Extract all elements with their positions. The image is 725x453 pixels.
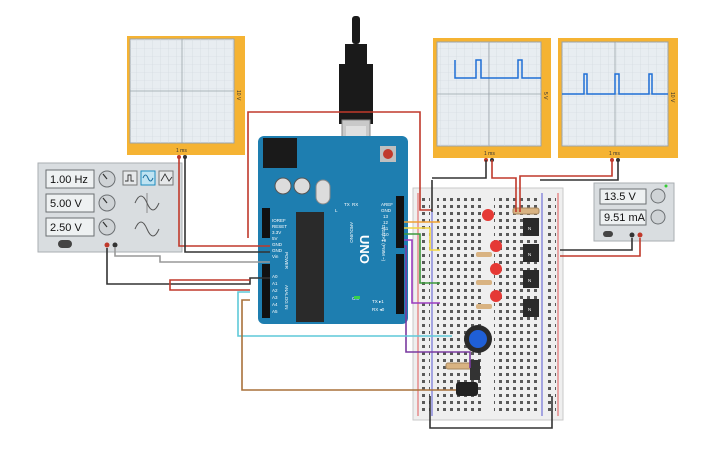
oscilloscope-1[interactable]: 10 V 1 ms xyxy=(127,36,245,159)
dc-jack xyxy=(263,138,297,168)
scope-3-scale: 10 V xyxy=(669,92,675,103)
scope-2-scale: 5 V xyxy=(542,92,548,100)
rx-led-label: RX xyxy=(352,202,358,207)
l-led-label: L xyxy=(335,208,338,213)
svg-text:~9: ~9 xyxy=(381,238,387,243)
scope-2-trace xyxy=(454,59,541,79)
arduino-brand: ARDUINO xyxy=(349,222,354,243)
svg-text:~10: ~10 xyxy=(381,232,389,237)
svg-text:~11: ~11 xyxy=(381,226,389,231)
function-generator-power-switch[interactable] xyxy=(58,240,72,248)
ps-terminal-neg[interactable] xyxy=(629,232,635,238)
triangle-wave-button[interactable] xyxy=(158,170,174,186)
rxd-label: RX ◂0 xyxy=(372,307,385,312)
power-supply-switch[interactable] xyxy=(603,231,613,237)
amplitude-value: 5.00 V xyxy=(50,198,82,210)
voltage-value: 13.5 V xyxy=(604,191,636,203)
scope-3-time: 1 ms xyxy=(609,151,620,157)
power-pin-labels: IOREF RESET 3.3V 5V GND GND Vin xyxy=(272,218,287,259)
svg-text:A3: A3 xyxy=(272,295,278,300)
voltage-display xyxy=(599,188,647,205)
power-supply[interactable]: 13.5 V 9.51 mA xyxy=(593,182,675,242)
svg-text:N: N xyxy=(528,226,531,231)
offset-value: 2.50 V xyxy=(50,222,82,234)
oscilloscope-2[interactable]: 5 V 1 ms xyxy=(433,38,551,162)
fg-terminal-neg[interactable] xyxy=(112,242,118,248)
led-4 xyxy=(490,290,502,302)
analog-pin-labels: A0 A1 A2 A3 A4 A5 xyxy=(272,274,278,314)
scope-3-trace xyxy=(562,73,668,95)
atmega-chip xyxy=(296,212,324,322)
svg-text:A0: A0 xyxy=(272,274,278,279)
offset-display xyxy=(45,217,95,237)
svg-text:A5: A5 xyxy=(272,309,278,314)
svg-text:IOREF: IOREF xyxy=(272,218,286,223)
power-header-label: POWER xyxy=(284,252,289,270)
potentiometer[interactable] xyxy=(464,325,492,353)
voltage-knob[interactable] xyxy=(650,188,666,204)
wires xyxy=(106,111,641,429)
svg-text:GND: GND xyxy=(272,248,283,253)
current-value: 9.51 mA xyxy=(604,212,646,224)
tx-led-label: TX xyxy=(344,202,350,207)
svg-text:AREF: AREF xyxy=(381,202,393,207)
digital-header-label: DIGITAL (PWM ~) xyxy=(381,225,386,262)
transistors[interactable]: N N N N xyxy=(523,218,539,317)
scope-1-time: 1 ms xyxy=(176,148,187,154)
svg-text:A2: A2 xyxy=(272,288,278,293)
led-2 xyxy=(490,240,502,252)
digital-pin-labels: AREF GND 13 12 ~11 ~10 ~9 xyxy=(381,202,393,243)
fg-terminal-pos[interactable] xyxy=(104,242,110,248)
frequency-value: 1.00 Hz xyxy=(50,174,88,186)
arduino-uno[interactable]: UNO ARDUINO POWER ANALOG IN DIGITAL (PWM… xyxy=(258,136,408,324)
temperature-sensor[interactable] xyxy=(456,382,478,396)
svg-text:5V: 5V xyxy=(272,236,278,241)
led-3 xyxy=(490,263,502,275)
function-generator[interactable]: 1.00 Hz 5.00 V 2.50 V xyxy=(37,162,183,253)
square-wave-button[interactable] xyxy=(122,170,138,186)
svg-text:Vin: Vin xyxy=(272,254,279,259)
svg-text:N: N xyxy=(528,252,531,257)
svg-text:RESET: RESET xyxy=(272,224,287,229)
led-1 xyxy=(482,209,494,221)
analog-header-label: ANALOG IN xyxy=(284,285,289,310)
slide-switch[interactable] xyxy=(470,360,480,380)
svg-text:GND: GND xyxy=(272,242,283,247)
svg-text:3.3V: 3.3V xyxy=(272,230,281,235)
current-display xyxy=(599,209,647,226)
svg-text:A4: A4 xyxy=(272,302,278,307)
txd-label: TX ▸1 xyxy=(372,299,384,304)
svg-text:12: 12 xyxy=(383,220,389,225)
arduino-model: UNO xyxy=(357,235,372,264)
svg-text:13: 13 xyxy=(383,214,389,219)
scope-1-scale: 10 V xyxy=(235,90,241,101)
ps-terminal-pos[interactable] xyxy=(637,232,643,238)
amplitude-display xyxy=(45,193,95,213)
svg-text:N: N xyxy=(528,307,531,312)
leds[interactable] xyxy=(482,209,502,302)
svg-text:GND: GND xyxy=(381,208,392,213)
offset-wave-icon xyxy=(134,221,160,237)
scope-2-time: 1 ms xyxy=(484,151,495,157)
oscilloscope-3[interactable]: 10 V 1 ms xyxy=(558,38,678,162)
svg-text:N: N xyxy=(528,278,531,283)
svg-text:A1: A1 xyxy=(272,281,278,286)
current-knob[interactable] xyxy=(650,209,666,225)
frequency-display xyxy=(45,169,95,189)
